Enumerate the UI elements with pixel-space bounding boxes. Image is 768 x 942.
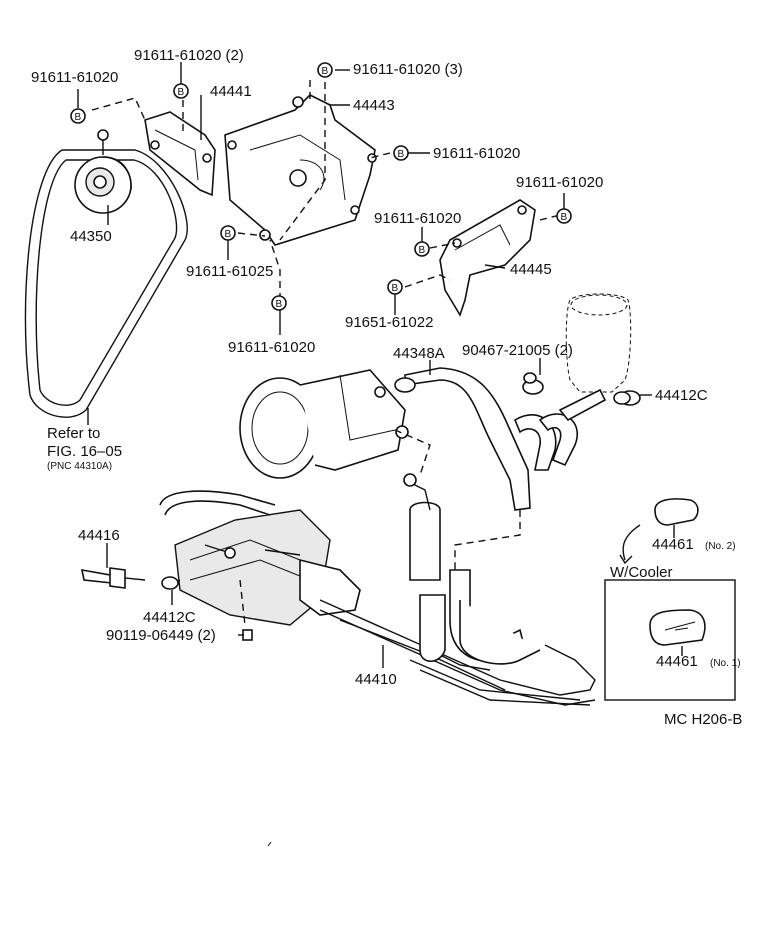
label-refer-pnc: (PNC 44310A) bbox=[47, 461, 112, 472]
svg-text:B: B bbox=[276, 299, 283, 310]
cooler-box bbox=[604, 498, 736, 701]
bolt-symbol: B bbox=[387, 279, 403, 295]
label-44412C-left: 44412C bbox=[143, 609, 196, 626]
fittings bbox=[80, 372, 631, 641]
leader-lines bbox=[77, 62, 652, 668]
label-90119-06449: 90119-06449 (2) bbox=[106, 627, 216, 644]
label-44461-no2: 44461 bbox=[652, 536, 694, 553]
bolt-symbol: B bbox=[70, 108, 86, 124]
label-w-cooler: W/Cooler bbox=[610, 564, 673, 581]
label-no1: (No. 1) bbox=[710, 658, 741, 669]
label-91611-61025: 91611-61025 bbox=[186, 263, 273, 280]
svg-text:B: B bbox=[322, 66, 329, 77]
bolt-symbol: B bbox=[393, 145, 409, 161]
svg-text:B: B bbox=[561, 212, 568, 223]
label-no2: (No. 2) bbox=[705, 541, 736, 552]
label-91611-61020-bottom: 91611-61020 bbox=[228, 339, 315, 356]
bolt-symbol: B bbox=[556, 208, 572, 224]
reservoir bbox=[565, 293, 632, 393]
label-44416: 44416 bbox=[78, 527, 120, 544]
bolt-symbol: B bbox=[271, 295, 287, 311]
label-91611-61020-center: 91611-61020 bbox=[374, 210, 461, 227]
bracket-44443 bbox=[224, 94, 377, 246]
bracket-44441 bbox=[144, 111, 216, 197]
label-44443: 44443 bbox=[353, 97, 395, 114]
steering-gear bbox=[159, 490, 361, 626]
label-refer-to: Refer to bbox=[47, 425, 100, 442]
svg-text:B: B bbox=[419, 245, 426, 256]
diagram-code: MC H206-B bbox=[664, 711, 742, 728]
label-44445: 44445 bbox=[510, 261, 552, 278]
power-steering-pump bbox=[239, 369, 409, 479]
svg-text:B: B bbox=[75, 112, 82, 123]
svg-text:B: B bbox=[225, 229, 232, 240]
bolt-symbol: B bbox=[173, 83, 189, 99]
label-91611-61020-right: 91611-61020 bbox=[516, 174, 603, 191]
svg-text:B: B bbox=[178, 87, 185, 98]
label-44412C-right: 44412C bbox=[655, 387, 708, 404]
label-44350: 44350 bbox=[70, 228, 112, 245]
svg-text:B: B bbox=[392, 283, 399, 294]
hose-44348A bbox=[394, 367, 641, 511]
bolt-symbol: B bbox=[317, 62, 333, 78]
label-44348A: 44348A bbox=[393, 345, 445, 362]
hose-lower bbox=[403, 473, 541, 665]
label-90467-21005: 90467-21005 (2) bbox=[462, 342, 573, 359]
pulley-44350 bbox=[74, 129, 132, 214]
bracket-44445 bbox=[439, 199, 536, 317]
label-44461-no1: 44461 bbox=[656, 653, 698, 670]
label-91611-61020-left: 91611-61020 bbox=[31, 69, 118, 86]
label-refer-fig: FIG. 16–05 bbox=[47, 443, 122, 460]
stray-mark bbox=[267, 841, 272, 847]
label-91611-61020-3: 91611-61020 (3) bbox=[353, 61, 463, 78]
v-belt bbox=[24, 149, 188, 418]
bolt-symbol: B bbox=[414, 241, 430, 257]
label-91611-61020-mid: 91611-61020 bbox=[433, 145, 520, 162]
bolt-symbol: B bbox=[220, 225, 236, 241]
label-44441: 44441 bbox=[210, 83, 252, 100]
label-91651-61022: 91651-61022 bbox=[345, 314, 433, 331]
svg-text:B: B bbox=[398, 149, 405, 160]
label-91611-61020-2: 91611-61020 (2) bbox=[134, 47, 244, 64]
label-44410: 44410 bbox=[355, 671, 397, 688]
